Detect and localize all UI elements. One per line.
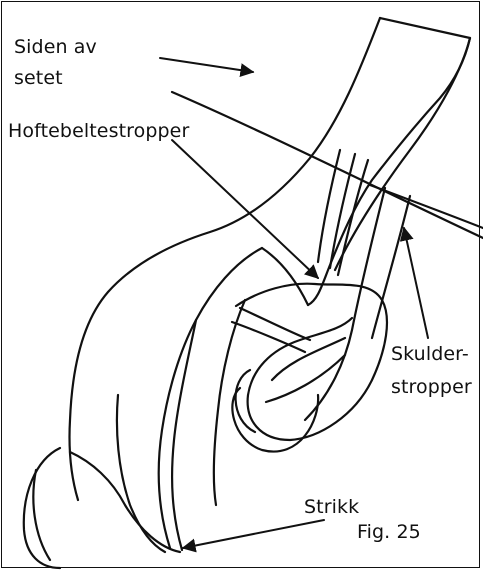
label-elastic: Strikk [304, 495, 359, 519]
arrow-elastic [183, 520, 324, 548]
label-seat-side-line2: setet [14, 66, 63, 90]
buckle [236, 284, 387, 440]
arrow-hip-straps [172, 140, 318, 278]
elastic-lower-loop [24, 448, 180, 568]
seat-edge-line [172, 92, 483, 238]
seat-top-line [370, 185, 483, 228]
figure-caption: Fig. 25 [357, 520, 421, 544]
label-shoulder-straps-line2: stropper [391, 375, 472, 399]
label-hip-straps: Hoftebeltestropper [8, 119, 189, 143]
arrow-shoulder-straps [404, 228, 428, 338]
label-seat-side-line1: Siden av [14, 35, 97, 59]
hip-strap-main [308, 18, 470, 305]
label-shoulder-straps-line1: Skulder- [391, 342, 469, 366]
hip-strap-webbing [318, 150, 368, 275]
arrow-seat-side [160, 58, 253, 72]
